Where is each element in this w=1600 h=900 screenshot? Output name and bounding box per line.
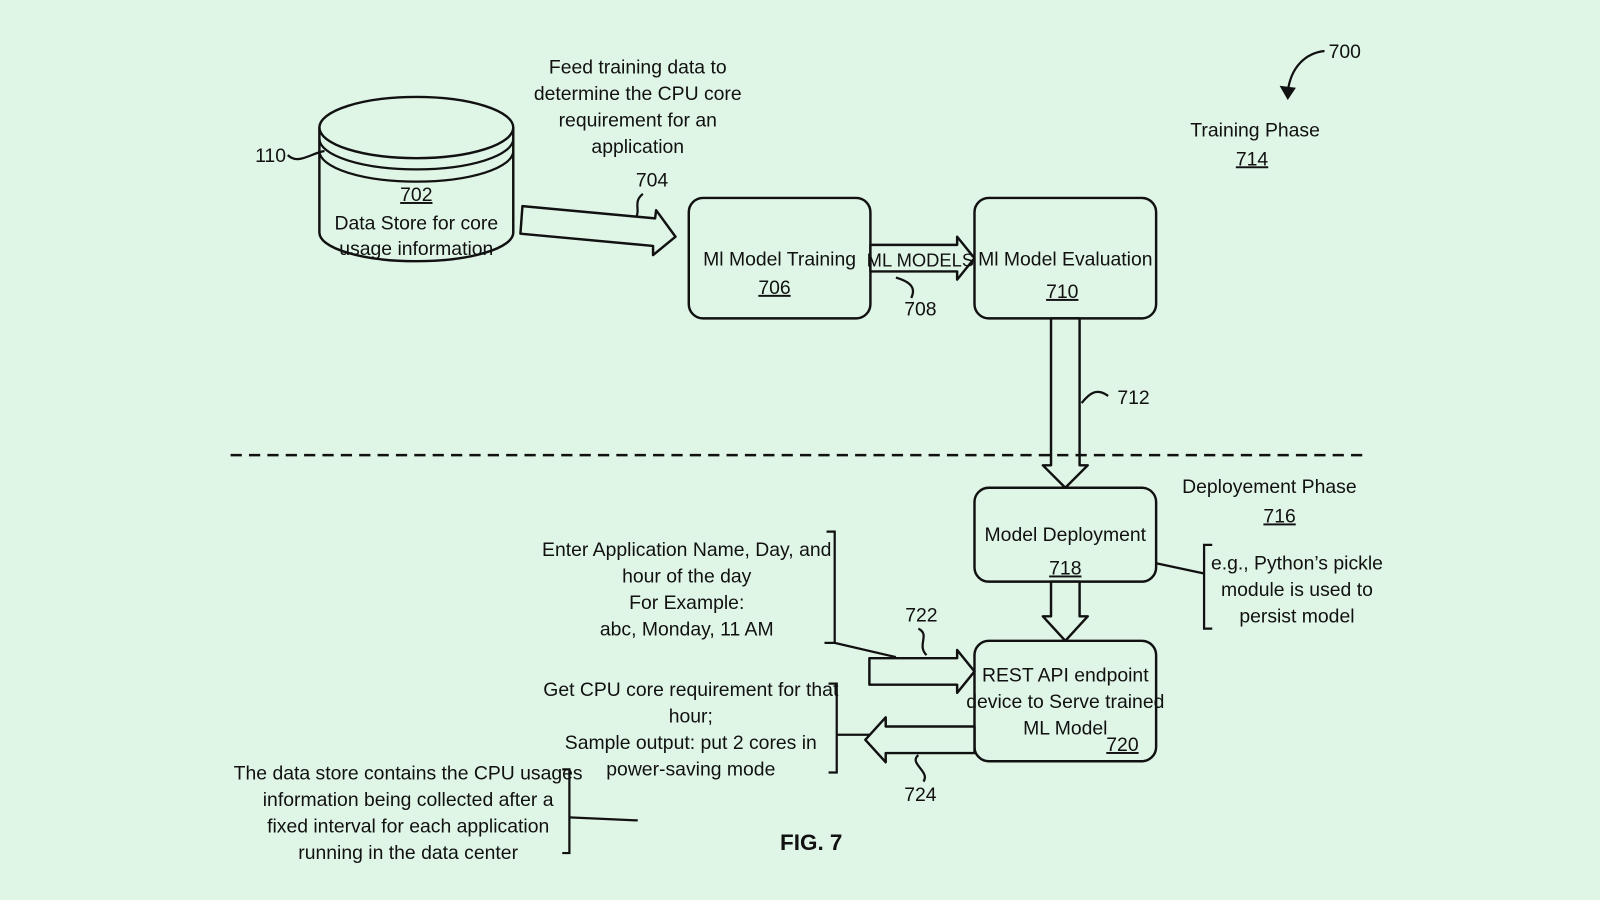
input-arrow-ref: 722 bbox=[905, 604, 937, 626]
evaluation-box-label: Ml Model Evaluation bbox=[978, 248, 1152, 270]
output-arrow bbox=[864, 716, 976, 764]
feed-note-line: application bbox=[591, 136, 684, 158]
output-arrow-leader bbox=[914, 754, 926, 783]
pickle-note-line: module is used to bbox=[1221, 579, 1373, 601]
pickle-leader bbox=[1155, 562, 1205, 575]
feed-note-line: Feed training data to bbox=[549, 56, 727, 78]
data-store-ref: 702 bbox=[400, 184, 432, 206]
input-arrow-leader bbox=[917, 627, 928, 656]
store-note-bracket bbox=[562, 768, 571, 855]
training-phase-ref: 714 bbox=[1236, 148, 1269, 170]
rest-box-line-3: ML Model bbox=[1023, 718, 1107, 740]
store-note-line: information being collected after a bbox=[263, 789, 554, 811]
data-store-callout: 110 bbox=[255, 145, 286, 167]
models-arrow-ref: 708 bbox=[904, 298, 936, 320]
training-phase-label: Training Phase bbox=[1190, 120, 1320, 142]
store-note-leader bbox=[569, 816, 638, 822]
pickle-bracket bbox=[1202, 543, 1213, 630]
models-arrow bbox=[869, 235, 976, 281]
input-note-line: hour of the day bbox=[622, 566, 752, 588]
deployment-phase-label: Deployement Phase bbox=[1182, 476, 1356, 498]
rest-box bbox=[973, 639, 1158, 763]
input-note-line: For Example: bbox=[629, 592, 744, 614]
input-note-line: Enter Application Name, Day, and bbox=[542, 539, 831, 561]
feed-note-line: requirement for an bbox=[559, 110, 717, 132]
feed-arrow-leader bbox=[634, 193, 644, 219]
data-store-cylinder bbox=[318, 95, 515, 263]
deploy-arrow-leader bbox=[1080, 390, 1109, 404]
deployment-phase-ref: 716 bbox=[1263, 505, 1295, 527]
store-note-line: The data store contains the CPU usages bbox=[234, 763, 583, 785]
store-note-line: running in the data center bbox=[298, 842, 518, 864]
store-note-line: fixed interval for each application bbox=[267, 816, 549, 838]
data-store-label-1: Data Store for core bbox=[334, 213, 498, 235]
pickle-note-line: persist model bbox=[1239, 605, 1354, 627]
deployment-box-label: Model Deployment bbox=[985, 524, 1147, 546]
output-note-line: Sample output: put 2 cores in bbox=[565, 732, 817, 754]
output-note-line: Get CPU core requirement for that bbox=[543, 679, 839, 701]
input-note-bracket bbox=[824, 530, 836, 644]
output-note-line: power-saving mode bbox=[606, 759, 775, 781]
figure-label: FIG. 7 bbox=[780, 830, 842, 855]
figure-ref-arrowhead-icon bbox=[1279, 85, 1296, 100]
feed-arrow-ref: 704 bbox=[636, 170, 669, 192]
rest-box-line-1: REST API endpoint bbox=[982, 665, 1149, 687]
evaluation-box-ref: 710 bbox=[1046, 281, 1079, 303]
deploy-arrow bbox=[1041, 317, 1089, 489]
figure-ref: 700 bbox=[1329, 41, 1362, 63]
output-note-line: hour; bbox=[669, 705, 713, 727]
pickle-note-line: e.g., Python’s pickle bbox=[1211, 552, 1383, 574]
input-note-line: abc, Monday, 11 AM bbox=[600, 619, 774, 641]
data-store-label-2: usage information bbox=[339, 238, 493, 260]
feed-note-line: determine the CPU core bbox=[534, 83, 742, 105]
deploy-arrow-ref: 712 bbox=[1117, 387, 1149, 409]
input-note-leader bbox=[834, 641, 897, 659]
training-box-ref: 706 bbox=[758, 277, 790, 299]
serve-arrow bbox=[1041, 580, 1089, 643]
output-arrow-ref: 724 bbox=[904, 784, 937, 806]
models-arrow-leader bbox=[895, 276, 915, 299]
rest-box-ref: 720 bbox=[1106, 734, 1139, 756]
deployment-box-ref: 718 bbox=[1049, 557, 1081, 579]
training-box-label: Ml Model Training bbox=[703, 248, 856, 270]
feed-arrow bbox=[519, 204, 677, 257]
models-arrow-label: ML MODELS bbox=[867, 249, 974, 270]
rest-box-line-2: device to Serve trained bbox=[966, 691, 1164, 713]
output-note-bracket bbox=[828, 682, 838, 774]
callout-leader bbox=[286, 149, 325, 161]
input-arrow bbox=[868, 648, 976, 695]
figure-ref-leader bbox=[1286, 49, 1325, 92]
